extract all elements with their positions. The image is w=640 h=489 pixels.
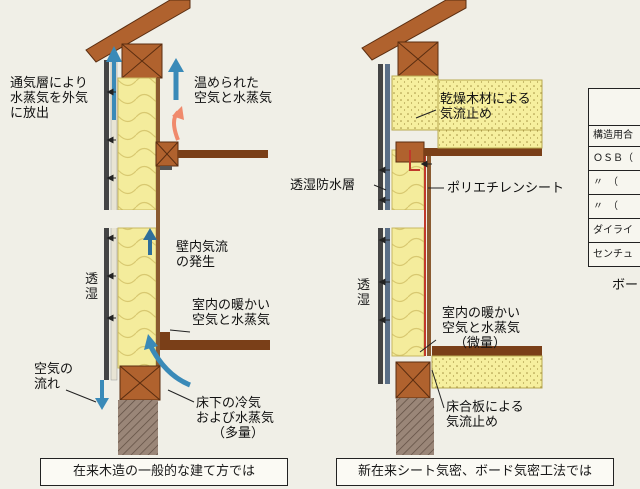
label-floor-board: 床合板による 気流止め [446, 400, 524, 430]
label-vent-layer: 通気層により 水蒸気を外気 に放出 [10, 76, 88, 121]
label-moisture-permeable-right: 透湿 [356, 278, 370, 308]
left-diagram [85, 0, 270, 455]
table-row: ダイライ [589, 219, 640, 243]
label-indoor-warm-left: 室内の暖かい 空気と水蒸気 [192, 298, 270, 328]
label-air-flow: 空気の 流れ [34, 362, 73, 392]
right-attic-insulation [437, 79, 543, 131]
caption-left: 在来木造の一般的な建て方では [40, 458, 288, 486]
label-indoor-warm-right: 室内の暖かい 空気と水蒸気 （微量） [442, 306, 520, 351]
label-indoor-warm-right-line1: 室内の暖かい [442, 306, 521, 321]
label-warmed-air-line2: 空気と水蒸気 [194, 91, 273, 106]
table-row: 構造用合 [589, 126, 640, 147]
label-vent-layer-line2: 水蒸気を外気 [10, 91, 89, 106]
table-row: 〃 （ [589, 195, 640, 219]
label-underfloor-line3: （多量） [212, 426, 265, 441]
label-vent-layer-line3: に放出 [10, 106, 50, 121]
label-air-flow-line2: 流れ [34, 377, 61, 392]
caption-right: 新在来シート気密、ボード気密工法では [336, 458, 614, 486]
label-underfloor-line2: および水蒸気 [196, 411, 275, 426]
label-indoor-warm-left-line2: 空気と水蒸気 [192, 313, 271, 328]
left-underfloor-arrow [147, 343, 191, 388]
table-row: センチュ [589, 243, 640, 267]
label-indoor-warm-right-line2: 空気と水蒸気 [442, 321, 521, 336]
label-polyethylene: ポリエチレンシート [446, 181, 566, 196]
label-vent-layer-line1: 通気層により [10, 76, 88, 91]
label-floor-board-line2: 気流止め [446, 415, 499, 430]
table-footer: ボー [612, 278, 639, 293]
table-row [589, 89, 640, 126]
table-row: ＯＳＢ（ [589, 147, 640, 171]
label-dry-lumber: 乾燥木材による 気流止め [440, 92, 531, 122]
left-insulation-upper [117, 77, 157, 211]
label-air-flow-line1: 空気の [34, 362, 74, 377]
label-underfloor-line1: 床下の冷気 [196, 396, 262, 411]
label-indoor-warm-right-line3: （微量） [454, 336, 507, 351]
label-underfloor: 床下の冷気 および水蒸気 （多量） [196, 396, 274, 441]
right-foundation [396, 398, 434, 455]
table-row: 〃 （ [589, 171, 640, 195]
label-wall-flow: 壁内気流 の発生 [176, 240, 228, 270]
left-roof [85, 0, 191, 63]
label-warmed-air-line1: 温められた [194, 76, 260, 91]
right-diagram [65, 0, 543, 455]
label-wall-flow-line2: の発生 [176, 255, 216, 270]
right-roof [361, 0, 467, 61]
label-wall-flow-line1: 壁内気流 [176, 240, 229, 255]
right-insulation-lower [391, 227, 425, 357]
label-indoor-warm-left-line1: 室内の暖かい [192, 298, 271, 313]
label-warmed-air: 温められた 空気と水蒸気 [194, 76, 272, 106]
partial-table: 構造用合 ＯＳＢ（ 〃 （ 〃 （ ダイライ センチュ [588, 88, 640, 267]
label-dry-lumber-line2: 気流止め [440, 107, 493, 122]
label-floor-board-line1: 床合板による [446, 400, 524, 415]
right-floor-insulation [431, 355, 543, 389]
label-dry-lumber-line1: 乾燥木材による [440, 92, 531, 107]
label-membrane: 透湿防水層 [290, 178, 356, 193]
left-foundation [118, 400, 158, 455]
label-moisture-permeable-left: 透湿 [84, 272, 98, 302]
